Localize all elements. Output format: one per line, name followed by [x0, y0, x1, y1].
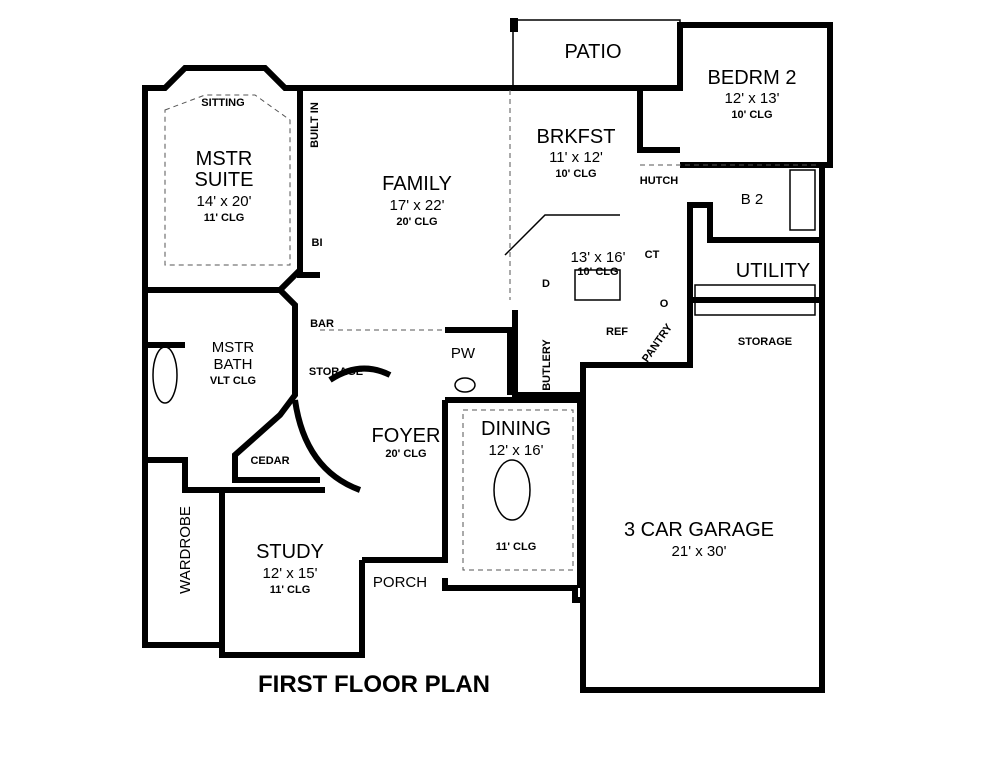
kitchen-ceiling: 10' CLG: [577, 266, 618, 278]
room-patio: PATIO: [564, 41, 621, 63]
exterior-walls: [142, 22, 833, 693]
label-sitting: SITTING: [201, 97, 244, 109]
label-butlery: BUTLERY: [541, 339, 553, 391]
room-foyer: FOYER: [372, 425, 441, 447]
mstr-suite-ceiling: 11' CLG: [204, 212, 245, 224]
room-garage: 3 CAR GARAGE: [624, 519, 774, 541]
label-ref: REF: [606, 326, 628, 338]
label-bar: BAR: [310, 318, 334, 330]
brkfst-size: 11' x 12': [549, 149, 603, 166]
bedrm2-ceiling: 10' CLG: [731, 109, 772, 121]
room-b2: B 2: [741, 191, 764, 208]
room-bedrm2: BEDRM 2: [708, 67, 797, 89]
room-dining: DINING: [481, 418, 551, 440]
bedrm2-size: 12' x 13': [725, 90, 780, 107]
study-ceiling: 11' CLG: [270, 584, 311, 596]
mstr-suite-size: 14' x 20': [197, 193, 252, 210]
family-size: 17' x 22': [390, 197, 445, 214]
label-storage-garage: STORAGE: [738, 336, 792, 348]
interior-walls: [145, 88, 830, 690]
study-size: 12' x 15': [263, 565, 318, 582]
room-study: STUDY: [256, 541, 324, 563]
brkfst-ceiling: 10' CLG: [555, 168, 596, 180]
foyer-ceiling: 20' CLG: [385, 448, 426, 460]
dashed-outlines: [152, 90, 820, 571]
garage-size: 21' x 30': [672, 543, 727, 560]
label-hutch: HUTCH: [640, 175, 679, 187]
mstr-bath-ceiling: VLT CLG: [210, 375, 256, 387]
kitchen-size: 13' x 16': [571, 249, 626, 266]
room-utility: UTILITY: [736, 260, 810, 282]
dining-ceiling: 11' CLG: [496, 541, 537, 553]
room-porch: PORCH: [373, 574, 427, 591]
label-storage-bar: STORAGE: [309, 366, 363, 378]
label-ct: CT: [645, 249, 660, 261]
plan-title: FIRST FLOOR PLAN: [258, 671, 490, 698]
room-mstr-suite-1: MSTR: [196, 148, 253, 170]
label-d: D: [542, 278, 550, 290]
label-wardrobe: WARDROBE: [177, 506, 194, 594]
room-mstr-bath-2: BATH: [214, 356, 253, 373]
room-pw: PW: [451, 345, 476, 362]
room-family: FAMILY: [382, 173, 452, 195]
room-mstr-bath-1: MSTR: [212, 339, 255, 356]
family-ceiling: 20' CLG: [396, 216, 437, 228]
dining-size: 12' x 16': [489, 442, 544, 459]
label-bi: BI: [312, 237, 323, 249]
label-o: O: [660, 298, 669, 310]
room-brkfst: BRKFST: [537, 126, 616, 148]
label-cedar: CEDAR: [250, 455, 289, 467]
room-mstr-suite-2: SUITE: [195, 169, 254, 191]
label-pantry: PANTRY: [640, 321, 675, 364]
label-built-in: BUILT IN: [309, 102, 321, 148]
